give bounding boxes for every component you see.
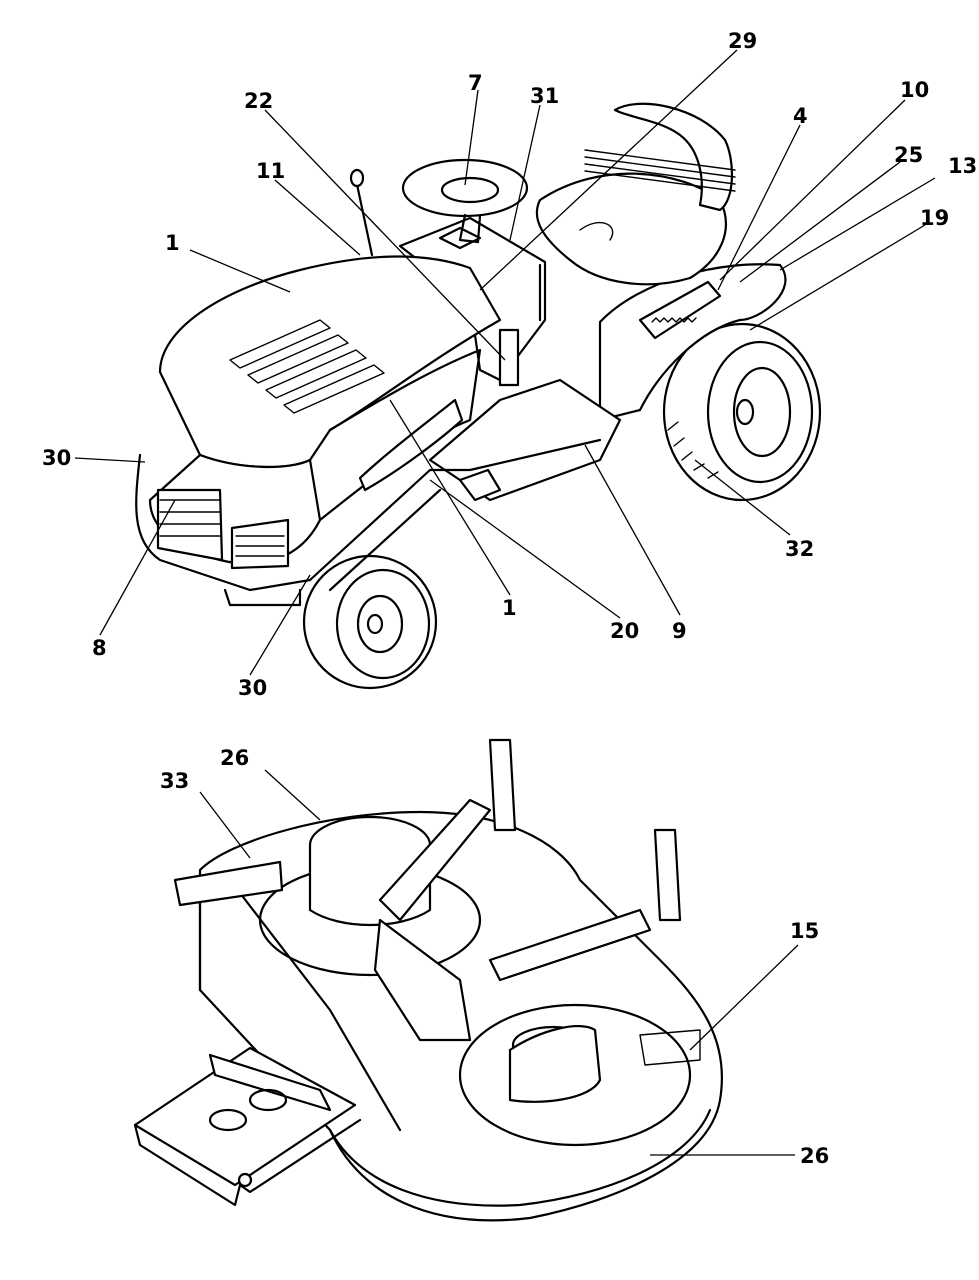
leader-lines	[74, 49, 936, 1156]
callout-31: 31	[530, 84, 559, 108]
callout-7: 7	[468, 71, 483, 95]
front-wheel	[302, 554, 438, 690]
footrest	[428, 378, 622, 502]
rear-wheel	[662, 322, 822, 502]
callout-26-top: 26	[220, 746, 249, 770]
height-decal	[638, 280, 722, 340]
lift-lever	[353, 173, 374, 257]
callout-labels: 29 7 31 22 10 4 25 13 11 19 1 30 32 1 20…	[42, 29, 977, 1168]
callout-11: 11	[256, 159, 285, 183]
callout-19: 19	[920, 206, 949, 230]
callout-32: 32	[785, 537, 814, 561]
tractor-illustration	[135, 102, 822, 690]
callout-10: 10	[900, 78, 929, 102]
callout-15: 15	[790, 919, 819, 943]
callout-30-left: 30	[42, 446, 71, 470]
callout-4: 4	[793, 104, 808, 128]
discharge-chute	[508, 1025, 602, 1103]
steering-wheel	[401, 158, 529, 244]
callout-1-hood: 1	[165, 231, 180, 255]
callout-8: 8	[92, 636, 107, 660]
seat	[535, 102, 736, 286]
callout-25: 25	[894, 143, 923, 167]
callout-9: 9	[672, 619, 687, 643]
callout-20: 20	[610, 619, 639, 643]
callout-26-bottom: 26	[800, 1144, 829, 1168]
hood	[135, 255, 502, 607]
deck-illustration	[133, 738, 723, 1222]
front-hitch	[133, 1046, 362, 1207]
callout-29: 29	[728, 29, 757, 53]
callout-33: 33	[160, 769, 189, 793]
callout-1-side: 1	[502, 596, 517, 620]
callout-13: 13	[948, 154, 977, 178]
callout-30-bottom: 30	[238, 676, 267, 700]
callout-22: 22	[244, 89, 273, 113]
